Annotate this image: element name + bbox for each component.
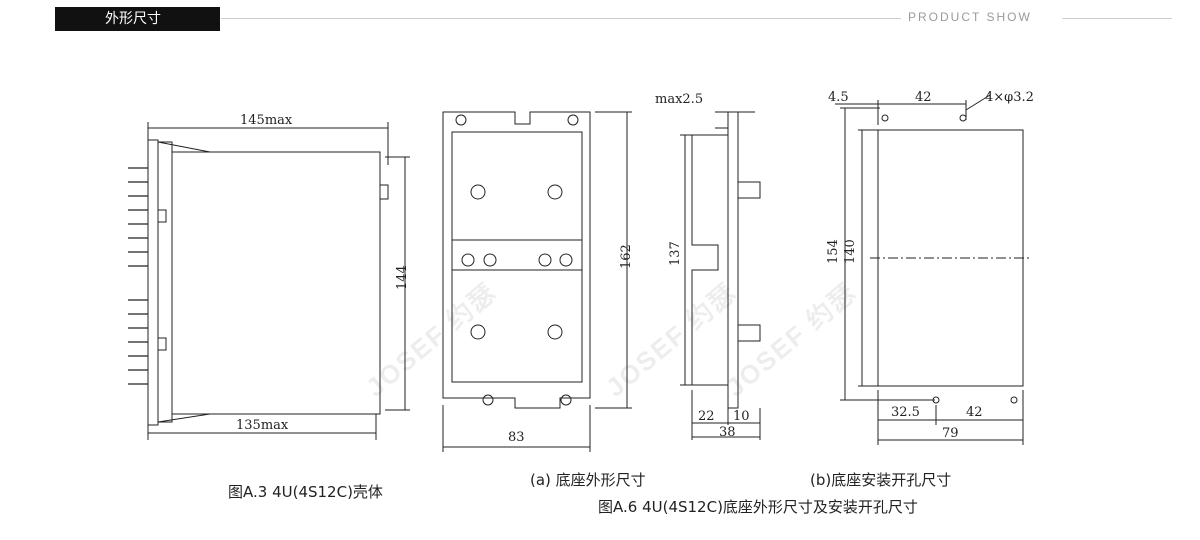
base-front-view [442, 111, 632, 452]
dim-label: 4×φ3.2 [985, 90, 1034, 105]
header-rule-left [221, 18, 901, 19]
dim-label: 79 [942, 426, 959, 441]
dim-label: 154 [826, 239, 841, 264]
caption-a3: 图A.3 4U(4S12C)壳体 [228, 483, 383, 501]
dim-label: 38 [719, 425, 736, 440]
header-rule-right [1062, 18, 1172, 19]
caption-a6-sub-a: (a) 底座外形尺寸 [530, 471, 646, 489]
dim-label: 144 [395, 265, 410, 290]
base-side-view [680, 111, 761, 440]
dim-label: 42 [966, 405, 983, 420]
case-side-view [128, 122, 410, 440]
dim-label: 135max [236, 418, 289, 433]
cutout-view [835, 94, 1030, 445]
dim-label: 22 [698, 409, 715, 424]
dim-label: 137 [668, 241, 683, 266]
dim-label: 162 [619, 244, 634, 269]
dim-label: 32.5 [891, 405, 920, 420]
caption-a6: 图A.6 4U(4S12C)底座外形尺寸及安装开孔尺寸 [598, 498, 918, 516]
dim-label: max2.5 [655, 92, 703, 107]
caption-a6-sub-b: (b)底座安装开孔尺寸 [810, 471, 952, 489]
section-title-tab: 外形尺寸 [55, 7, 220, 31]
dim-label: 145max [240, 113, 293, 128]
brand-text: PRODUCT SHOW [908, 10, 1032, 24]
dim-label: 140 [843, 239, 858, 264]
dim-label: 4.5 [828, 90, 849, 105]
dim-label: 83 [508, 430, 525, 445]
dim-label: 42 [915, 90, 932, 105]
dim-label: 10 [733, 409, 750, 424]
